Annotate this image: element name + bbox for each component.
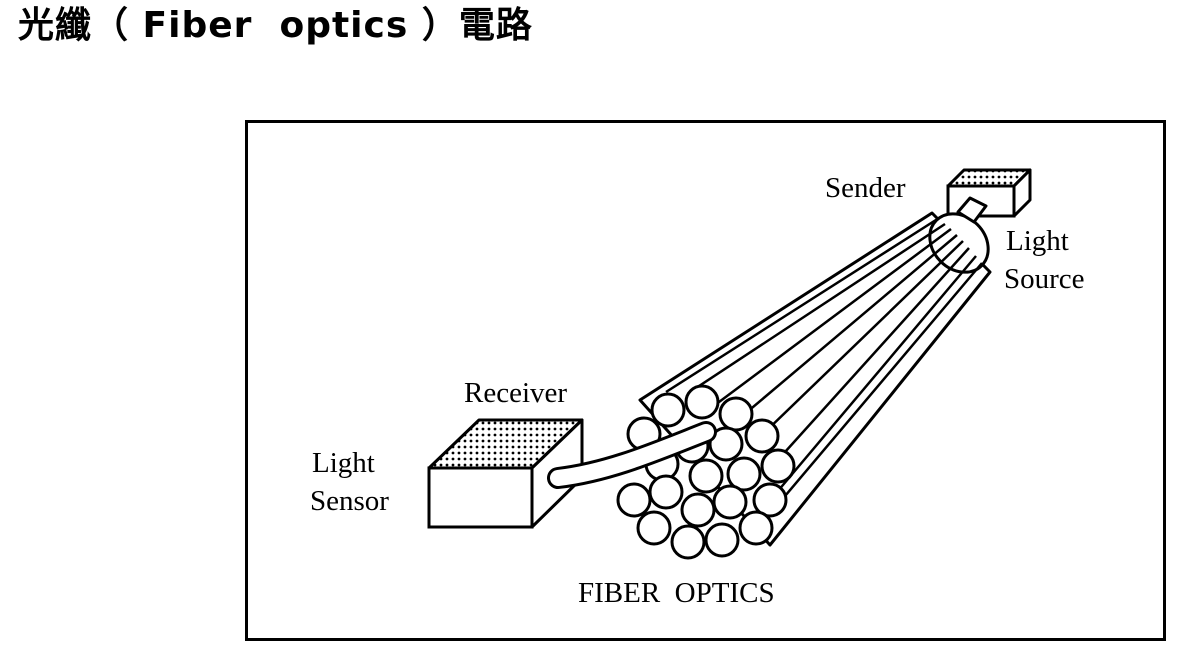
fiber-bundle bbox=[616, 211, 992, 560]
receiver-box bbox=[427, 418, 584, 529]
light-sensor-label-line2: Sensor bbox=[310, 485, 389, 517]
sender-box bbox=[946, 168, 1032, 218]
receiver-label: Receiver bbox=[464, 377, 567, 409]
diagram-frame bbox=[245, 120, 1166, 641]
receiver-cable bbox=[547, 421, 717, 489]
light-sensor-label-line1: Light bbox=[312, 447, 375, 479]
light-source-label-line2: Source bbox=[1004, 263, 1085, 295]
page-title: 光纖（ Fiber optics ）電路 bbox=[18, 5, 533, 46]
sender-label: Sender bbox=[825, 172, 906, 204]
sender-lead bbox=[956, 196, 988, 224]
light-source-label-line1: Light bbox=[1006, 225, 1069, 257]
fiber-optics-label: FIBER OPTICS bbox=[578, 577, 775, 609]
